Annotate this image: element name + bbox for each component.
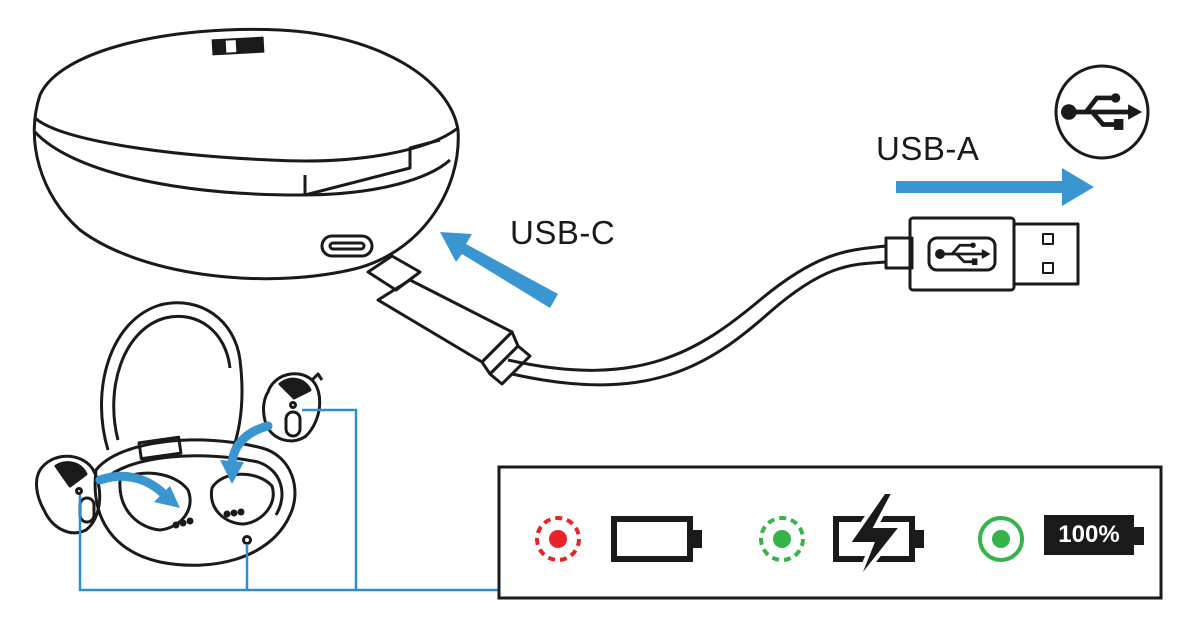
full-charge-label: 100% [1044,515,1134,555]
battery-charging-icon [833,490,924,586]
usb-symbol-badge [1054,64,1150,160]
usb-a-direction-arrow [896,168,1094,206]
charging-case [32,27,460,281]
led-leader-lines [78,408,498,592]
usb-cable [366,216,1080,387]
insert-left-arrowhead [154,486,180,508]
usb-a-plug [884,216,1080,292]
insert-right-arrowhead [220,460,244,484]
usb-a-label: USB-A [876,130,980,167]
left-earbud [35,454,102,535]
led-status-panel [497,465,1163,600]
usb-icon [935,242,991,265]
usb-c-label: USB-C [510,214,616,251]
usb-icon [1061,93,1143,130]
insert-left-arrow [95,471,171,501]
usb-c-direction-arrow [440,232,558,308]
led-green-solid [978,516,1024,562]
usb-c-plug [366,254,532,386]
right-earbud [262,372,324,443]
led-red-blinking [535,516,581,562]
battery-empty-icon [611,516,702,562]
open-case [93,301,297,567]
battery-full-icon [1134,527,1144,545]
led-green-blinking [759,516,805,562]
